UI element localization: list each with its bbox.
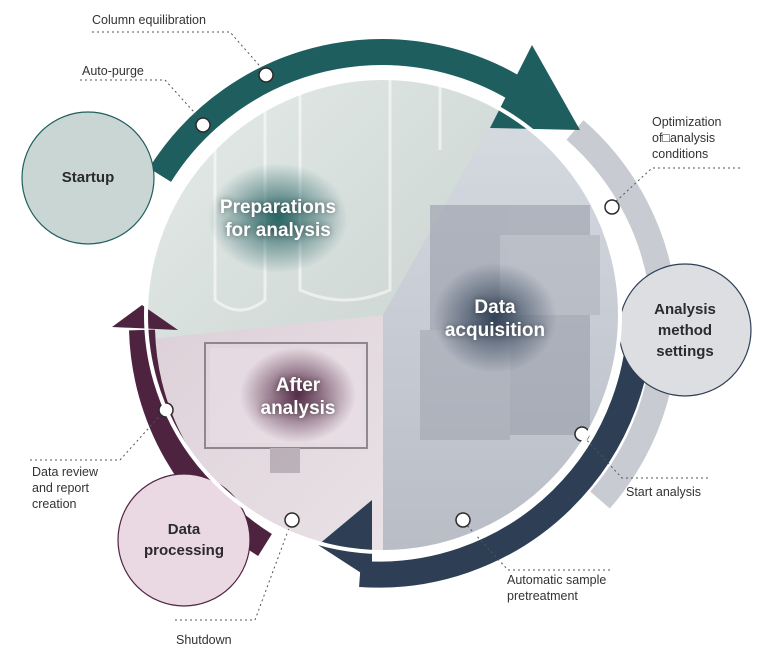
marker-optimization <box>604 199 620 215</box>
node-analysis-method-label: Analysis method settings <box>654 300 716 360</box>
glow-acquisition <box>433 263 557 373</box>
label-auto-purge: Auto-purge <box>82 64 144 78</box>
node-startup-label: Startup <box>61 169 115 186</box>
node-data-processing-label: Data processing <box>143 521 225 559</box>
center-disc <box>146 78 620 552</box>
phase-after-label: After analysis <box>260 375 336 419</box>
marker-shutdown <box>284 512 300 528</box>
glow-preparations <box>208 163 348 273</box>
label-column-equilibration: Column equilibration <box>92 13 206 27</box>
label-optimization: Optimization of□analysis conditions <box>652 115 722 161</box>
marker-column-equilibration <box>258 67 274 83</box>
phase-acquisition-label: Data acquisition <box>444 297 546 341</box>
step-markers <box>158 67 620 528</box>
marker-auto-purge <box>195 117 211 133</box>
label-shutdown: Shutdown <box>176 633 232 647</box>
label-start-analysis: Start analysis <box>626 485 702 499</box>
node-startup-circle <box>21 111 155 245</box>
phase-preparations-label: Preparations for analysis <box>219 197 337 241</box>
glow-after <box>240 347 356 443</box>
marker-automatic-pretreatment <box>455 512 471 528</box>
label-automatic-pretreatment: Automatic sample pretreatment <box>507 573 607 603</box>
center-disc-border <box>144 76 622 554</box>
node-data-processing-circle <box>117 473 251 607</box>
label-data-review: Data review and report creation <box>32 465 98 511</box>
leader-lines <box>30 31 740 621</box>
